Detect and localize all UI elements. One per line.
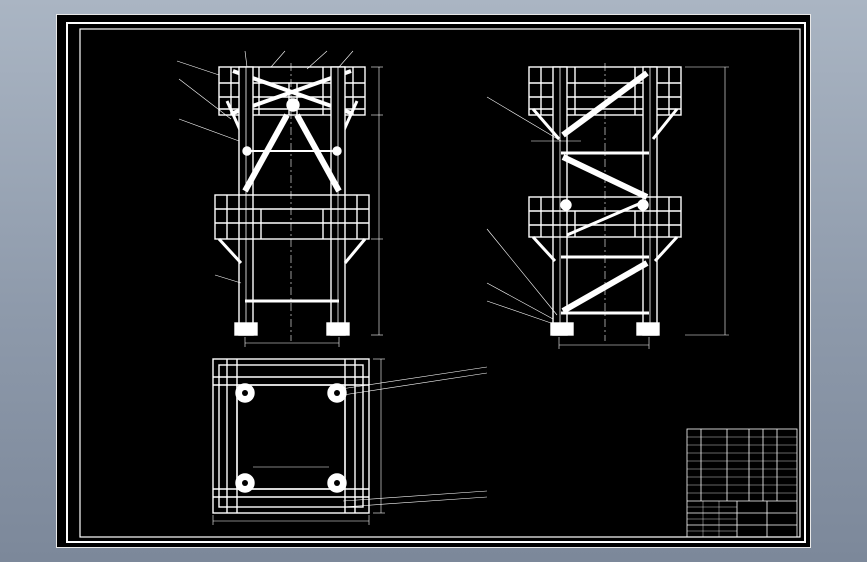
cad-drawing <box>66 22 806 543</box>
inner-frame <box>79 28 801 538</box>
technical-requirements-notes <box>623 463 713 465</box>
top-view <box>212 358 488 525</box>
side-view <box>486 63 729 349</box>
front-view <box>176 50 383 347</box>
drawing-sheet <box>56 14 811 548</box>
title-block <box>686 428 798 538</box>
outer-frame <box>66 22 806 543</box>
